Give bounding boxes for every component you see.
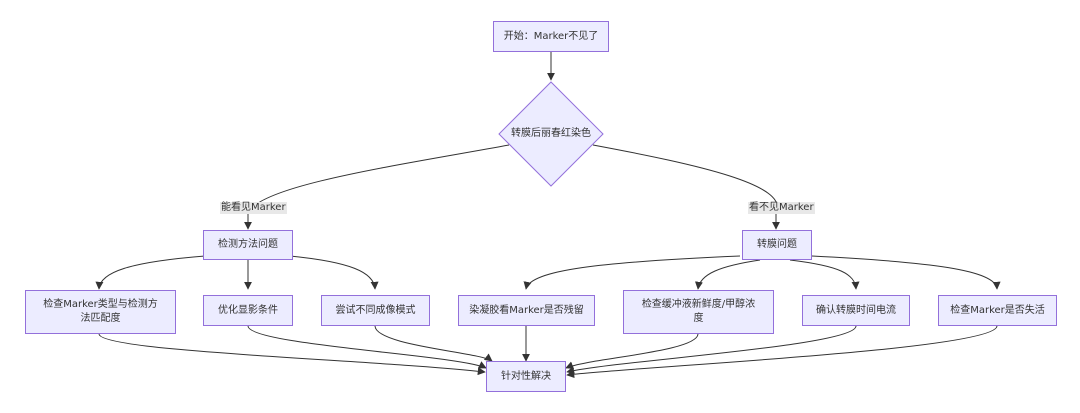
edge-buffer-resolve bbox=[565, 333, 699, 369]
optimize-exposure-node: 优化显影条件 bbox=[203, 295, 293, 326]
detection-method-node: 检测方法问题 bbox=[203, 230, 293, 260]
edge-expired-resolve bbox=[566, 325, 998, 379]
edge-transfer-buffer bbox=[694, 259, 761, 290]
gel-residue-node: 染凝胶看Marker是否残留 bbox=[458, 295, 595, 326]
edge-detection-imaging bbox=[289, 255, 379, 290]
edge-transfer-gel bbox=[523, 255, 741, 290]
edge-decision-detection bbox=[244, 144, 510, 230]
edge-marker-type-resolve bbox=[98, 333, 486, 376]
edge-label-not-visible: 看不见Marker bbox=[748, 202, 815, 214]
edge-decision-transfer bbox=[592, 144, 780, 230]
edge-transfer-expired bbox=[811, 255, 1001, 290]
edge-imaging-resolve bbox=[374, 325, 493, 362]
check-buffer-node: 检查缓冲液新鲜度/甲醇浓度 bbox=[623, 290, 774, 334]
check-marker-type-node: 检查Marker类型与检测方法匹配度 bbox=[25, 290, 176, 334]
confirm-current-node: 确认转膜时间电流 bbox=[802, 295, 910, 326]
decision-diamond-shape bbox=[498, 81, 604, 187]
edge-exposure-resolve bbox=[247, 325, 487, 369]
try-imaging-node: 尝试不同成像模式 bbox=[321, 295, 430, 326]
edge-label-visible: 能看见Marker bbox=[220, 202, 287, 214]
edge-detection-marker-type bbox=[95, 255, 206, 290]
decision-node-label: 转膜后丽春红染色 bbox=[511, 128, 591, 139]
check-marker-expired-node: 检查Marker是否失活 bbox=[938, 295, 1057, 326]
resolve-node: 针对性解决 bbox=[486, 361, 566, 392]
transfer-node: 转膜问题 bbox=[742, 230, 812, 260]
edge-transfer-current bbox=[789, 259, 860, 290]
start-node: 开始：Marker不见了 bbox=[493, 21, 609, 52]
edge-current-resolve bbox=[566, 325, 857, 375]
